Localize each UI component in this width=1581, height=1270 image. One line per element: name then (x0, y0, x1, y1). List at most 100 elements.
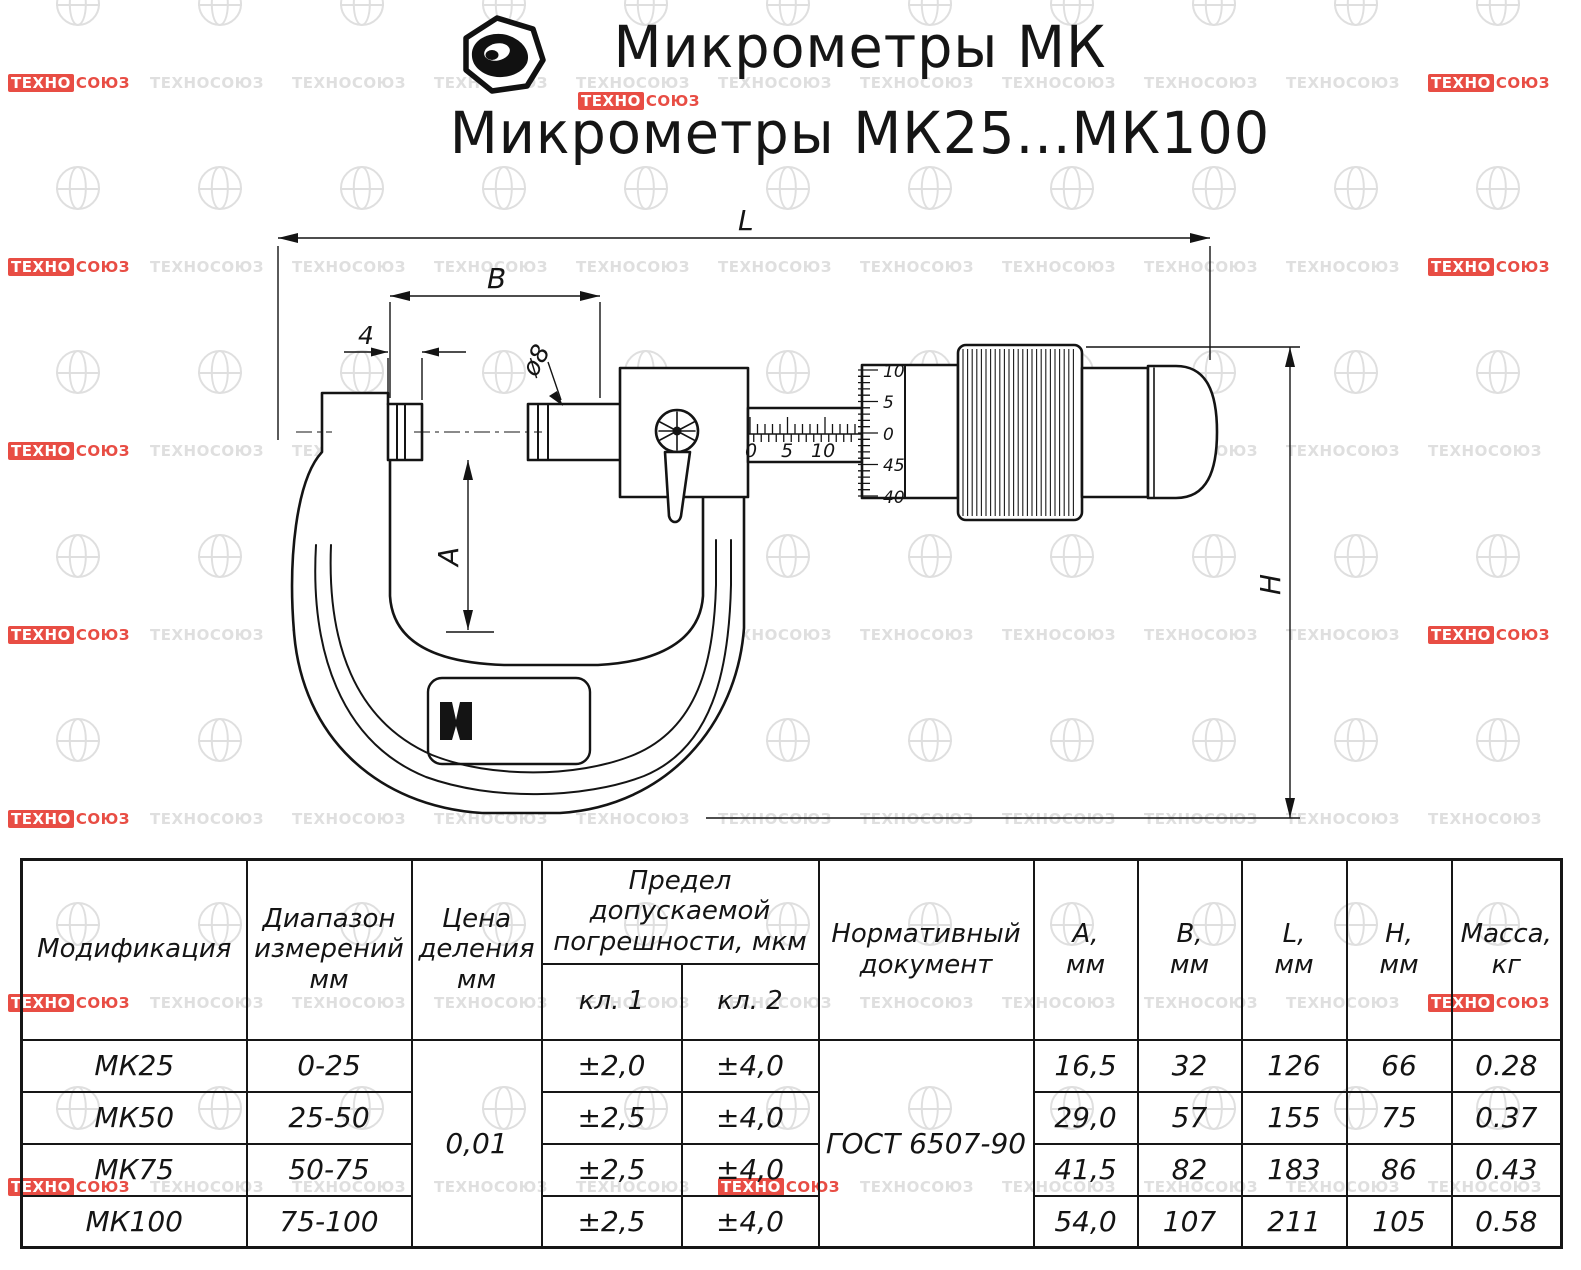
cell-H: 86 (1345, 1142, 1453, 1197)
col-header-mass: Масса, кг (1450, 858, 1563, 1041)
dim-L-label: L (738, 204, 754, 237)
plate-logo-icon (440, 702, 472, 740)
title-line-2: Микрометры МК25...МК100 (449, 99, 1271, 167)
cell-H: 66 (1345, 1038, 1453, 1093)
watermark-text: ТЕХНОСОЮЗ (1144, 810, 1258, 828)
lock-lever (663, 450, 692, 524)
cell-model: МК100 (20, 1194, 248, 1249)
title-line-1: Микрометры МК (613, 13, 1107, 81)
globe-icon (1334, 718, 1378, 762)
watermark-text: ТЕХНОСОЮЗ (1286, 442, 1400, 460)
globe-icon (766, 166, 810, 210)
globe-icon (766, 350, 810, 394)
cell-model: МК50 (20, 1090, 248, 1145)
watermark-text: ТЕХНОСОЮЗ (292, 258, 406, 276)
thimble-number-0: 0 (883, 425, 894, 445)
dim-H-label: H (1254, 574, 1287, 595)
thimble-number-5: 5 (883, 393, 894, 413)
cell-A: 41,5 (1032, 1142, 1139, 1197)
globe-icon (198, 166, 242, 210)
globe-icon (1050, 718, 1094, 762)
watermark-text: ТЕХНОСОЮЗ (860, 74, 974, 92)
sleeve-number-0: 0 (745, 440, 757, 462)
globe-icon (1192, 534, 1236, 578)
ratchet-cap (1146, 364, 1219, 500)
thimble-number-10: 10 (883, 362, 905, 382)
watermark-text: ТЕХНОСОЮЗ (150, 626, 264, 644)
watermark-text: ТЕХНОСОЮЗ (1144, 258, 1258, 276)
watermark-text: ТЕХНОСОЮЗ (150, 74, 264, 92)
watermark-text: ТЕХНОСОЮЗ (150, 442, 264, 460)
watermark-text: ТЕХНОСОЮЗ (1144, 626, 1258, 644)
watermark-text: ТЕХНОСОЮЗ (1002, 74, 1116, 92)
watermark-text: ТЕХНОСОЮЗ (1286, 258, 1400, 276)
dim-B-label: B (487, 262, 506, 295)
globe-icon (1192, 718, 1236, 762)
globe-icon (1334, 350, 1378, 394)
globe-icon (766, 534, 810, 578)
globe-icon (198, 350, 242, 394)
cell-L: 211 (1240, 1194, 1348, 1249)
cell-class2: ±4,0 (680, 1038, 820, 1093)
cell-document-value: ГОСТ 6507-90 (817, 1038, 1035, 1249)
spindle (526, 402, 624, 462)
globe-icon (1476, 534, 1520, 578)
dim-4-label: 4 (358, 321, 374, 350)
globe-icon (1476, 718, 1520, 762)
watermark-text: ТЕХНОСОЮЗ (718, 258, 832, 276)
micrometer-body (290, 343, 1219, 815)
table-row: МК50 25-50 ±2,5 ±4,0 29,0 57 155 75 0.37 (20, 1090, 1563, 1145)
cell-class1: ±2,5 (540, 1194, 683, 1249)
col-header-B: В, мм (1136, 858, 1243, 1041)
watermark-text: ТЕХНОСОЮЗ (292, 74, 406, 92)
watermark-text: ТЕХНОСОЮЗ (860, 810, 974, 828)
globe-icon (908, 534, 952, 578)
globe-icon (624, 166, 668, 210)
cell-L: 155 (1240, 1090, 1348, 1145)
watermark-text: ТЕХНОСОЮЗ (718, 626, 832, 644)
col-header-range: Диапазон измерений мм (245, 858, 413, 1041)
knurl-hatching (962, 349, 1074, 516)
cell-model: МК75 (20, 1142, 248, 1197)
scale-numerals: 0 5 10 10 5 0 45 40 (745, 362, 905, 508)
globe-icon (1050, 166, 1094, 210)
cell-class2: ±4,0 (680, 1194, 820, 1249)
globe-icon (1476, 350, 1520, 394)
col-header-modification: Модификация (20, 858, 248, 1041)
globe-icon (482, 166, 526, 210)
globe-icon (908, 166, 952, 210)
table-row: МК75 50-75 ±2,5 ±4,0 41,5 82 183 86 0.43 (20, 1142, 1563, 1197)
dimension-lines (277, 233, 1300, 819)
col-header-document: Нормативный документ (817, 858, 1035, 1041)
frame-panel-outer (314, 539, 732, 796)
globe-icon (198, 718, 242, 762)
cell-B: 57 (1136, 1090, 1243, 1145)
watermark-text: ТЕХНОСОЮЗ (576, 74, 690, 92)
table-row: МК100 75-100 ±2,5 ±4,0 54,0 107 211 105 … (20, 1194, 1563, 1249)
watermark-text: ТЕХНОСОЮЗ (150, 258, 264, 276)
cell-mass: 0.43 (1450, 1142, 1563, 1197)
watermark-text: ТЕХНОСОЮЗ (576, 810, 690, 828)
watermark-text: ТЕХНОСОЮЗ (860, 258, 974, 276)
globe-icon (56, 718, 100, 762)
cell-class2: ±4,0 (680, 1090, 820, 1145)
cell-A: 54,0 (1032, 1194, 1139, 1249)
dim-A-label: A (432, 547, 465, 568)
cell-range: 75-100 (245, 1194, 413, 1249)
frame-panel-inner (329, 539, 717, 774)
watermark-text: ТЕХНОСОЮЗ (576, 258, 690, 276)
globe-icon (56, 166, 100, 210)
thimble-number-40: 40 (883, 488, 905, 508)
cell-A: 29,0 (1032, 1090, 1139, 1145)
watermark-text: ТЕХНОСОЮЗ (150, 810, 264, 828)
cell-H: 105 (1345, 1194, 1453, 1249)
watermark-text: ТЕХНОСОЮЗ (1144, 74, 1258, 92)
sleeve-number-10: 10 (811, 440, 835, 462)
